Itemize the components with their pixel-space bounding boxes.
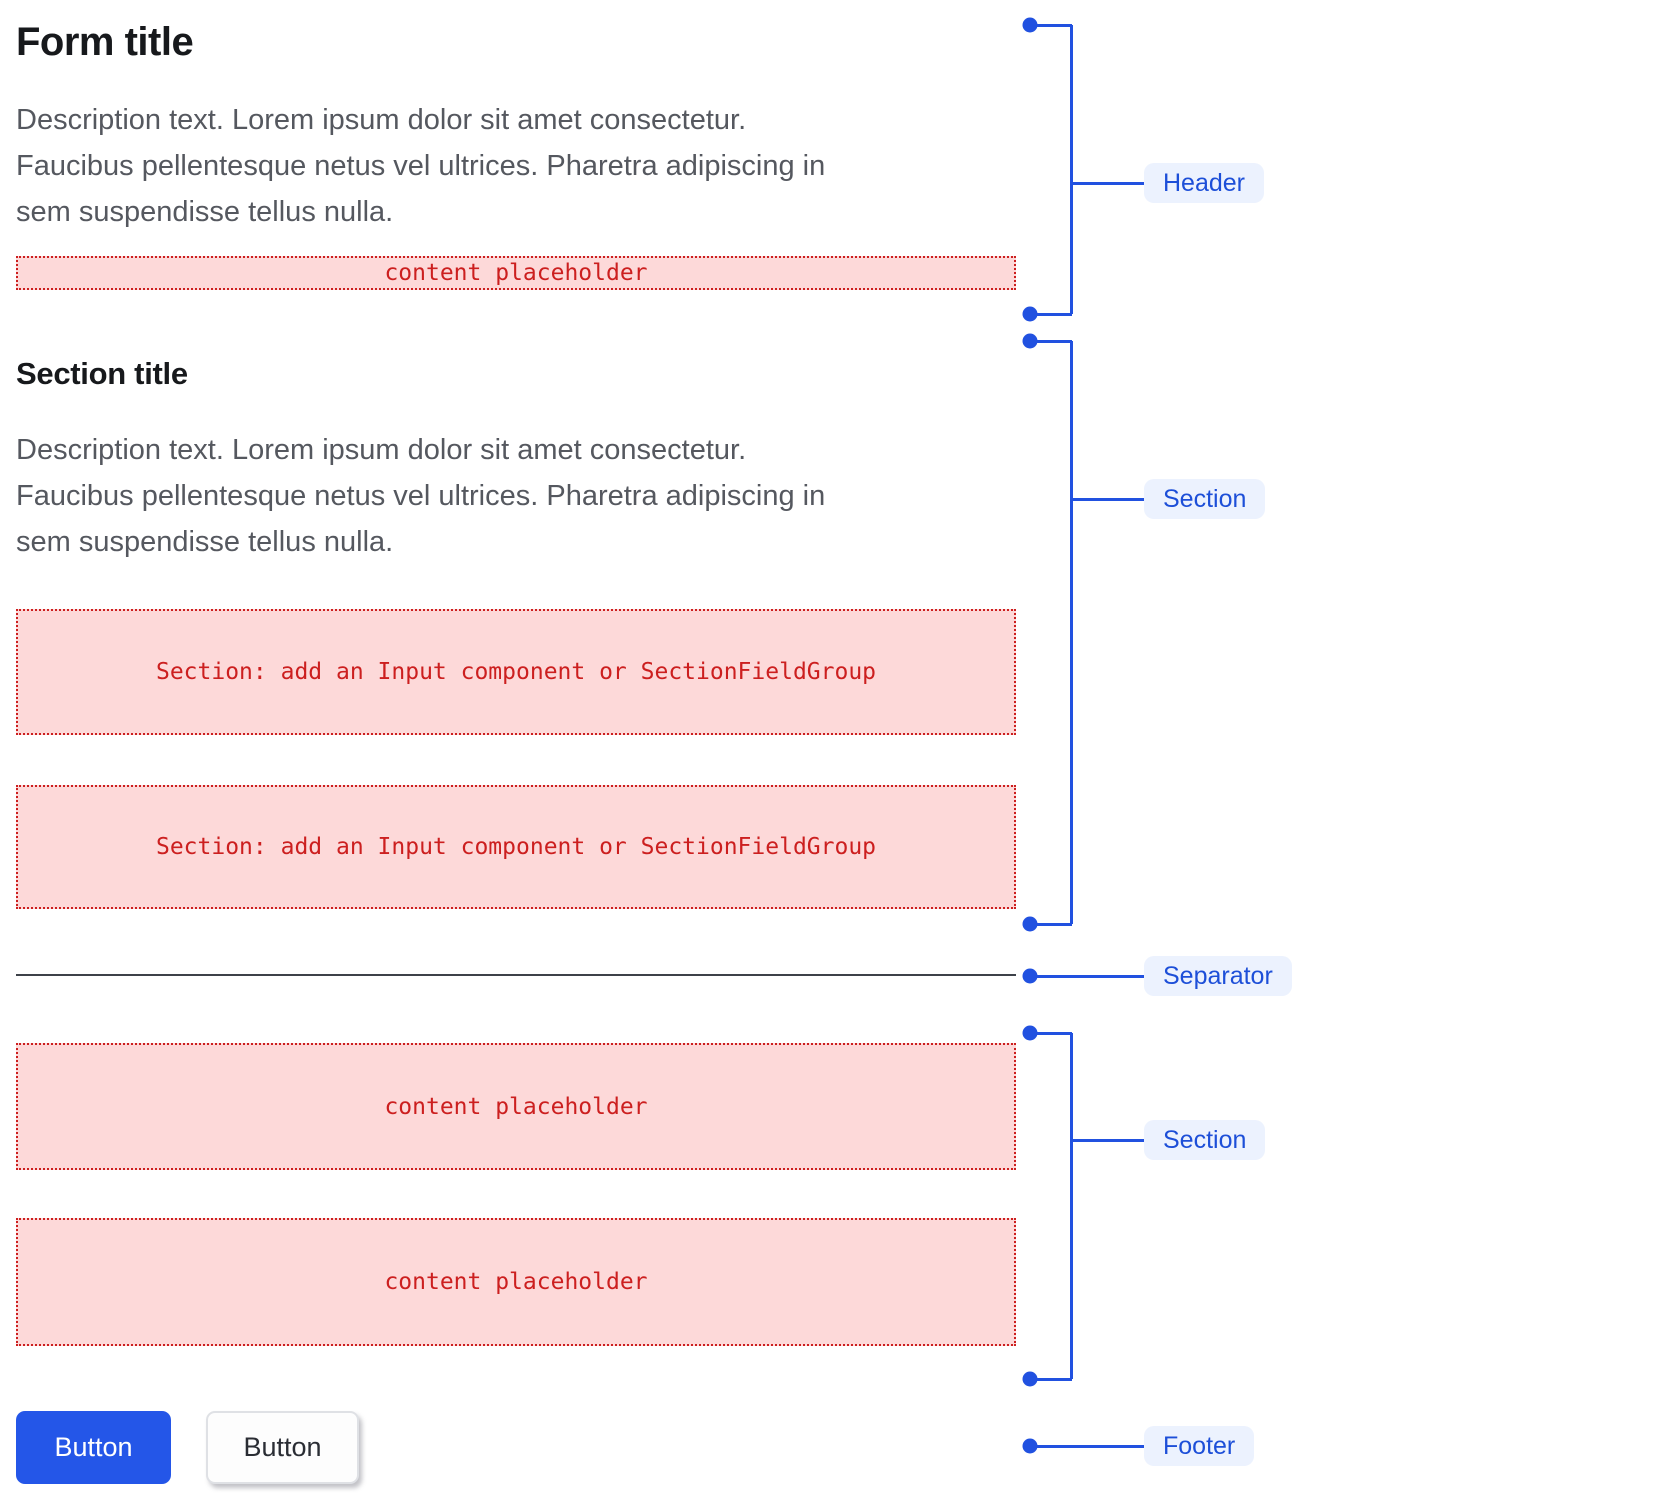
section2-bracket-line <box>1070 1033 1073 1379</box>
form-description: Description text. Lorem ipsum dolor sit … <box>16 97 825 235</box>
section2-content-placeholder-1: content placeholder <box>16 1043 1016 1170</box>
form-description-line: Faucibus pellentesque netus vel ultrices… <box>16 150 826 182</box>
section-description-line: Description text. Lorem ipsum dolor sit … <box>16 434 747 466</box>
section-bracket-bottom-dot <box>1022 916 1038 932</box>
annotation-section-label: Section <box>1144 479 1266 519</box>
section-bracket-top-stub <box>1030 339 1072 343</box>
header-bracket-bottom-dot <box>1022 306 1038 322</box>
section-description-line: sem suspendisse tellus nulla. <box>16 526 394 558</box>
secondary-button[interactable]: Button <box>206 1411 359 1484</box>
form-separator <box>16 974 1016 976</box>
section-description: Description text. Lorem ipsum dolor sit … <box>16 427 825 565</box>
footer-label-connector <box>1030 1444 1144 1448</box>
section-bracket-line <box>1070 341 1073 924</box>
form-description-line: sem suspendisse tellus nulla. <box>16 196 394 228</box>
annotation-section2-label: Section <box>1144 1120 1266 1160</box>
section-bracket-bottom-stub <box>1030 922 1072 926</box>
annotation-header-label: Header <box>1144 163 1264 203</box>
annotation-separator-label: Separator <box>1144 956 1292 996</box>
section2-content-placeholder-2: content placeholder <box>16 1218 1016 1346</box>
primary-button[interactable]: Button <box>16 1411 171 1484</box>
annotation-footer-label: Footer <box>1144 1426 1255 1466</box>
header-bracket-bottom-stub <box>1030 312 1072 316</box>
section2-label-connector <box>1072 1138 1144 1142</box>
header-bracket-top-stub <box>1030 23 1072 27</box>
header-bracket-line <box>1070 25 1073 314</box>
section-title: Section title <box>16 356 188 391</box>
header-content-placeholder: content placeholder <box>16 256 1016 290</box>
section2-bracket-bottom-dot <box>1022 1371 1038 1387</box>
section2-bracket-bottom-stub <box>1030 1377 1072 1381</box>
section-input-placeholder-1: Section: add an Input component or Secti… <box>16 609 1016 735</box>
form-title: Form title <box>16 20 194 64</box>
section-label-connector <box>1072 497 1144 501</box>
form-description-line: Description text. Lorem ipsum dolor sit … <box>16 104 747 136</box>
section-input-placeholder-2: Section: add an Input component or Secti… <box>16 785 1016 909</box>
section-description-line: Faucibus pellentesque netus vel ultrices… <box>16 480 826 512</box>
separator-label-connector <box>1030 974 1144 978</box>
header-label-connector <box>1072 181 1144 185</box>
section2-bracket-top-stub <box>1030 1031 1072 1035</box>
